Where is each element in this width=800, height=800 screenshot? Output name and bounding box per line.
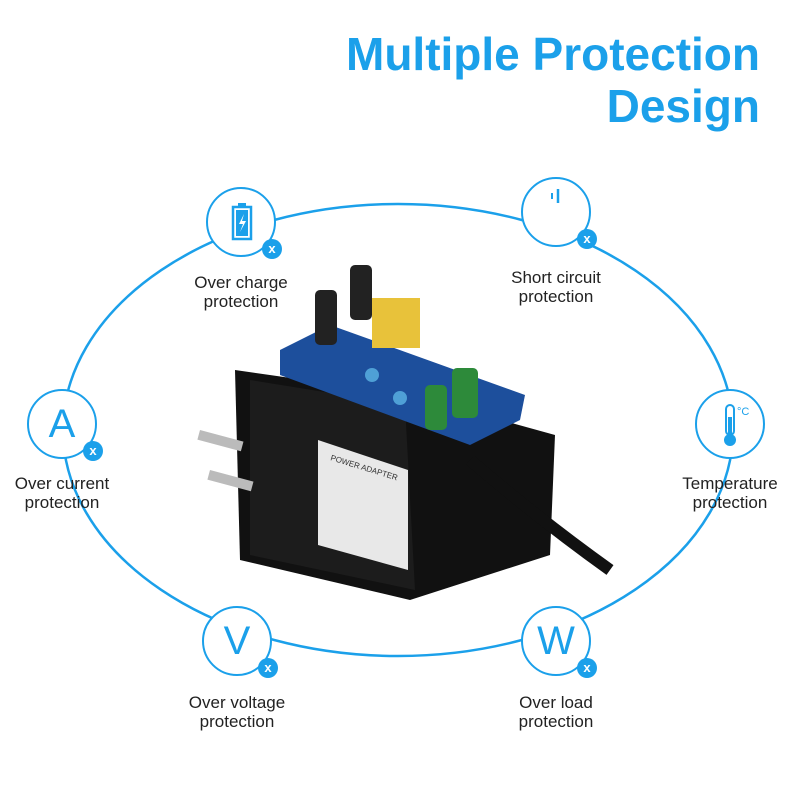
over-charge-icon-circle: x bbox=[206, 187, 282, 259]
power-icon bbox=[551, 189, 560, 203]
x-badge-icon: x bbox=[258, 658, 278, 678]
volt-icon: V bbox=[223, 619, 251, 663]
over-voltage-icon-circle: V x bbox=[202, 606, 278, 678]
title-line-1: Multiple Protection bbox=[346, 28, 760, 80]
power-adapter-image: POWER ADAPTER bbox=[197, 265, 614, 600]
watt-icon: W bbox=[537, 619, 575, 663]
title-line-2: Design bbox=[606, 80, 760, 132]
x-badge-icon: x bbox=[577, 658, 597, 678]
x-badge-icon: x bbox=[83, 441, 103, 461]
battery-icon bbox=[231, 203, 253, 241]
x-badge-icon: x bbox=[262, 239, 282, 259]
product-label bbox=[318, 440, 408, 570]
short-circuit-icon-circle: x bbox=[521, 177, 597, 249]
svg-text:°C: °C bbox=[737, 406, 749, 418]
x-badge-icon: x bbox=[577, 229, 597, 249]
thermometer-icon: °C bbox=[724, 404, 749, 446]
ampere-icon: A bbox=[48, 402, 76, 446]
temperature-icon-circle: °C bbox=[695, 389, 765, 459]
over-current-icon-circle: A x bbox=[27, 389, 103, 461]
over-load-icon-circle: W x bbox=[521, 606, 597, 678]
